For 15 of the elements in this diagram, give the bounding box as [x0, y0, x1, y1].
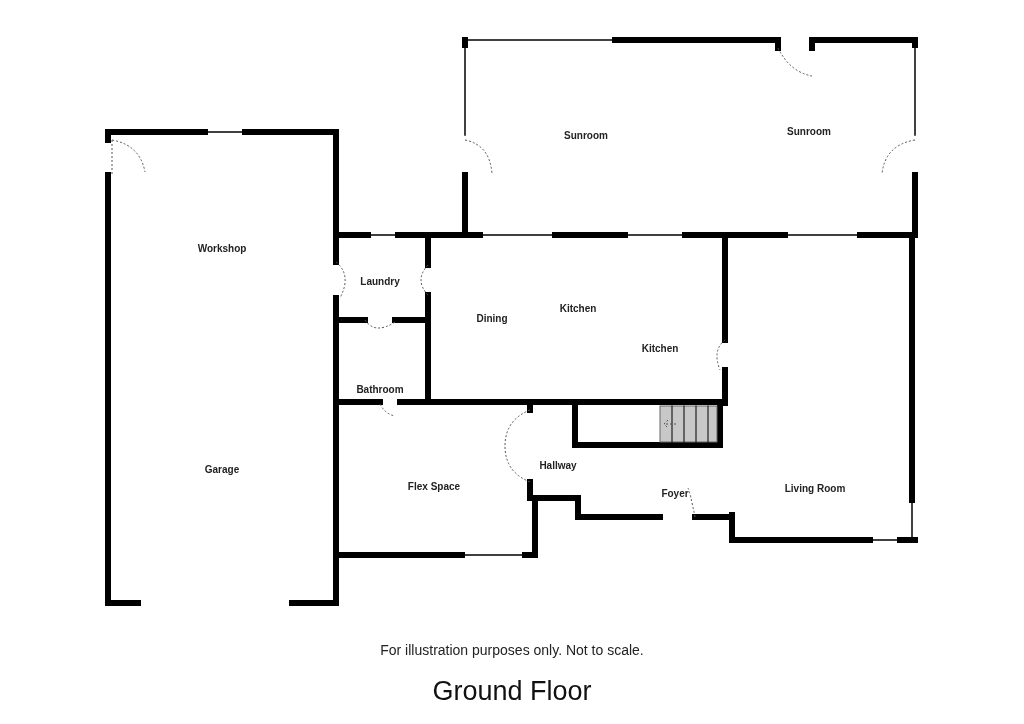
room-label: Bathroom	[356, 383, 404, 395]
room-label: Hallway	[539, 459, 577, 471]
room-label: Sunroom	[787, 125, 831, 137]
caption: For illustration purposes only. Not to scale.	[379, 642, 645, 658]
room-label: Workshop	[197, 242, 247, 254]
room-label: Laundry	[360, 275, 400, 287]
room-label: Sunroom	[564, 129, 608, 141]
room-label: Garage	[204, 463, 240, 475]
room-label: Living Room	[784, 482, 846, 494]
room-label: Dining	[476, 312, 508, 324]
title: Ground Floor	[431, 676, 593, 707]
room-label: Kitchen	[641, 342, 679, 354]
room-label: Flex Space	[407, 480, 461, 492]
room-label: Foyer	[661, 487, 689, 499]
room-label: Kitchen	[559, 302, 597, 314]
